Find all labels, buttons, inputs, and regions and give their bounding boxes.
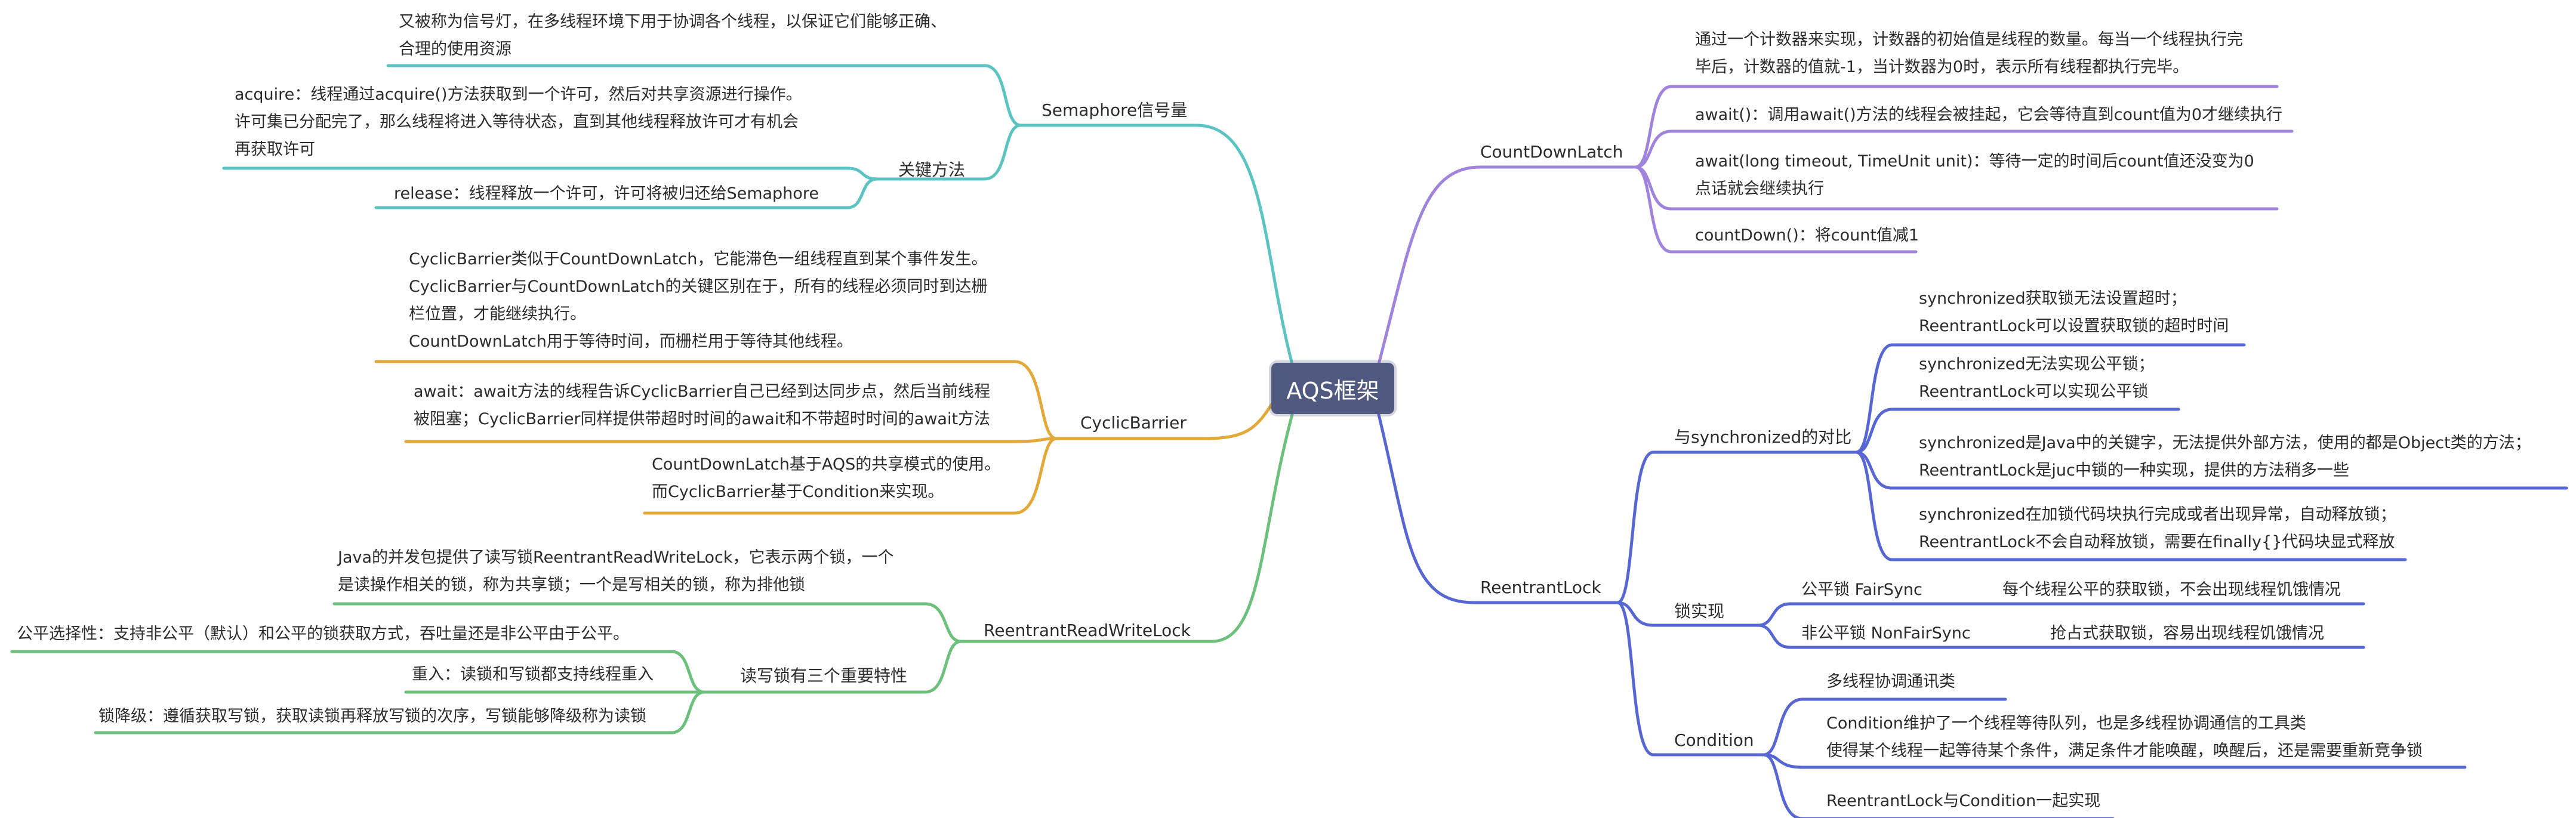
semaphore-desc-line: 合理的使用资源	[399, 40, 511, 58]
cyclic-base-line: 而CyclicBarrier基于Condition来实现。	[652, 483, 944, 501]
cdl-desc-line: 通过一个计数器来实现，计数器的初始值是线程的数量。每当一个线程执行完	[1695, 30, 2243, 49]
rl-nonfair-sync[interactable]: 非公平锁 NonFairSync	[1801, 624, 1971, 643]
rrwl-feature-downgrade: 锁降级：遵循获取写锁，获取读锁再释放写锁的次序，写锁能够降级称为读锁	[98, 707, 646, 726]
rl-cond-class: 多线程协调通讯类	[1826, 672, 1955, 691]
acquire-line: acquire：线程通过acquire()方法获取到一个许可，然后对共享资源进行…	[235, 85, 802, 104]
semaphore-desc-line: 又被称为信号灯，在多线程环境下用于协调各个线程，以保证它们能够正确、	[399, 13, 947, 31]
rrwl-desc: Java的并发包提供了读写锁ReentrantReadWriteLock，它表示…	[338, 544, 894, 599]
rl-cond-queue-line: Condition维护了一个线程等待队列，也是多线程协调通信的工具类	[1826, 714, 2306, 733]
countdownlatch-node[interactable]: CountDownLatch	[1480, 142, 1623, 162]
cdl-connectors	[1377, 85, 2294, 366]
cyclic-desc-line: 栏位置，才能继续执行。	[409, 305, 586, 323]
cdl-countdown: countDown()：将count值减1	[1695, 226, 1919, 245]
cdl-await-timeout: await(long timeout, TimeUnit unit)：等待一定的…	[1695, 148, 2254, 203]
rl-compare-timeout: synchronized获取锁无法设置超时； ReentrantLock可以设置…	[1919, 285, 2229, 340]
cdl-desc: 通过一个计数器来实现，计数器的初始值是线程的数量。每当一个线程执行完 毕后，计数…	[1695, 26, 2243, 81]
rrwl-desc-line: 是读操作相关的锁，称为共享锁；一个是写相关的锁，称为排他锁	[338, 576, 805, 594]
rl-compare-release: synchronized在加锁代码块执行完成或者出现异常，自动释放锁； Reen…	[1919, 501, 2396, 556]
rl-compare-fair: synchronized无法实现公平锁； ReentrantLock可以实现公平…	[1919, 351, 2155, 406]
rl-compare-line: synchronized是Java中的关键字，无法提供外部方法，使用的都是Obj…	[1919, 434, 2531, 452]
rl-cond-queue-line: 使得某个线程一起等待某个条件，满足条件才能唤醒，唤醒后，还是需要重新竞争锁	[1826, 742, 2423, 760]
rrwl-features-node[interactable]: 读写锁有三个重要特性	[740, 666, 908, 686]
rl-compare-line: synchronized获取锁无法设置超时；	[1919, 289, 2187, 308]
rl-condition-node[interactable]: Condition	[1674, 730, 1754, 750]
root-node[interactable]: AQS框架	[1271, 363, 1394, 414]
acquire-line: 再获取许可	[235, 140, 315, 159]
acquire-line: 许可集已分配完了，那么线程将进入等待状态，直到其他线程释放许可才有机会	[235, 113, 799, 131]
cyclic-await-line: await：await方法的线程告诉CyclicBarrier自己已经到达同步点…	[414, 382, 991, 401]
rrwl-feature-reentrant: 重入：读锁和写锁都支持线程重入	[412, 665, 654, 684]
cyclic-await: await：await方法的线程告诉CyclicBarrier自己已经到达同步点…	[414, 378, 990, 433]
cdl-await-timeout-line: await(long timeout, TimeUnit unit)：等待一定的…	[1695, 152, 2254, 171]
rrwl-desc-line: Java的并发包提供了读写锁ReentrantReadWriteLock，它表示…	[338, 548, 894, 567]
rl-lock-impl-node[interactable]: 锁实现	[1674, 601, 1725, 621]
cdl-await-timeout-line: 点话就会继续执行	[1695, 180, 1824, 198]
rl-compare-node[interactable]: 与synchronized的对比	[1674, 427, 1852, 447]
semaphore-connectors	[222, 64, 1294, 366]
cyclic-barrier-node[interactable]: CyclicBarrier	[1080, 413, 1187, 433]
cyclic-desc-line: CyclicBarrier与CountDownLatch的关键区别在于，所有的线…	[409, 277, 988, 296]
cdl-await: await()：调用await()方法的线程会被挂起，它会等待直到count值为…	[1695, 106, 2283, 124]
semaphore-release: release：线程释放一个许可，许可将被归还给Semaphore	[394, 184, 819, 203]
cdl-desc-line: 毕后，计数器的值就-1，当计数器为0时，表示所有线程都执行完毕。	[1695, 58, 2189, 76]
cyclic-base: CountDownLatch基于AQS的共享模式的使用。 而CyclicBarr…	[652, 451, 1000, 506]
semaphore-desc: 又被称为信号灯，在多线程环境下用于协调各个线程，以保证它们能够正确、 合理的使用…	[399, 8, 947, 63]
semaphore-node[interactable]: Semaphore信号量	[1042, 100, 1188, 120]
rl-cond-impl: ReentrantLock与Condition一起实现	[1826, 792, 2101, 810]
rl-compare-line: synchronized在加锁代码块执行完成或者出现异常，自动释放锁；	[1919, 505, 2396, 524]
rl-fair-sync-desc: 每个线程公平的获取锁，不会出现线程饥饿情况	[2002, 581, 2341, 599]
rl-fair-sync[interactable]: 公平锁 FairSync	[1801, 581, 1922, 599]
rl-compare-line: ReentrantLock不会自动释放锁，需要在finally{}代码块显式释放	[1919, 533, 2395, 551]
rl-cond-queue: Condition维护了一个线程等待队列，也是多线程协调通信的工具类 使得某个线…	[1826, 710, 2423, 765]
cyclic-await-line: 被阻塞；CyclicBarrier同样提供带超时时间的await和不带超时时间的…	[414, 410, 991, 428]
rl-compare-line: synchronized无法实现公平锁；	[1919, 355, 2155, 373]
rrwl-connectors	[10, 413, 1294, 734]
rrwl-feature-fair: 公平选择性：支持非公平（默认）和公平的锁获取方式，吞吐量还是非公平由于公平。	[17, 625, 629, 643]
rl-compare-line: ReentrantLock是juc中锁的一种实现，提供的方法稍多一些	[1919, 461, 2349, 480]
cyclic-base-line: CountDownLatch基于AQS的共享模式的使用。	[652, 455, 1001, 474]
rl-compare-line: ReentrantLock可以设置获取锁的超时时间	[1919, 317, 2229, 335]
cyclic-desc-line: CountDownLatch用于等待时间，而栅栏用于等待其他线程。	[409, 332, 853, 351]
reentrantlock-node[interactable]: ReentrantLock	[1480, 578, 1601, 597]
semaphore-key-methods-node[interactable]: 关键方法	[898, 160, 966, 180]
rl-nonfair-sync-desc: 抢占式获取锁，容易出现线程饥饿情况	[2050, 624, 2324, 643]
rrwl-node[interactable]: ReentrantReadWriteLock	[984, 621, 1191, 640]
rl-compare-line: ReentrantLock可以实现公平锁	[1919, 382, 2149, 401]
rl-compare-keyword: synchronized是Java中的关键字，无法提供外部方法，使用的都是Obj…	[1919, 430, 2531, 484]
cyclic-desc: CyclicBarrier类似于CountDownLatch，它能滞色一组线程直…	[409, 246, 987, 356]
cyclic-desc-line: CyclicBarrier类似于CountDownLatch，它能滞色一组线程直…	[409, 250, 988, 268]
semaphore-acquire: acquire：线程通过acquire()方法获取到一个许可，然后对共享资源进行…	[235, 81, 802, 163]
